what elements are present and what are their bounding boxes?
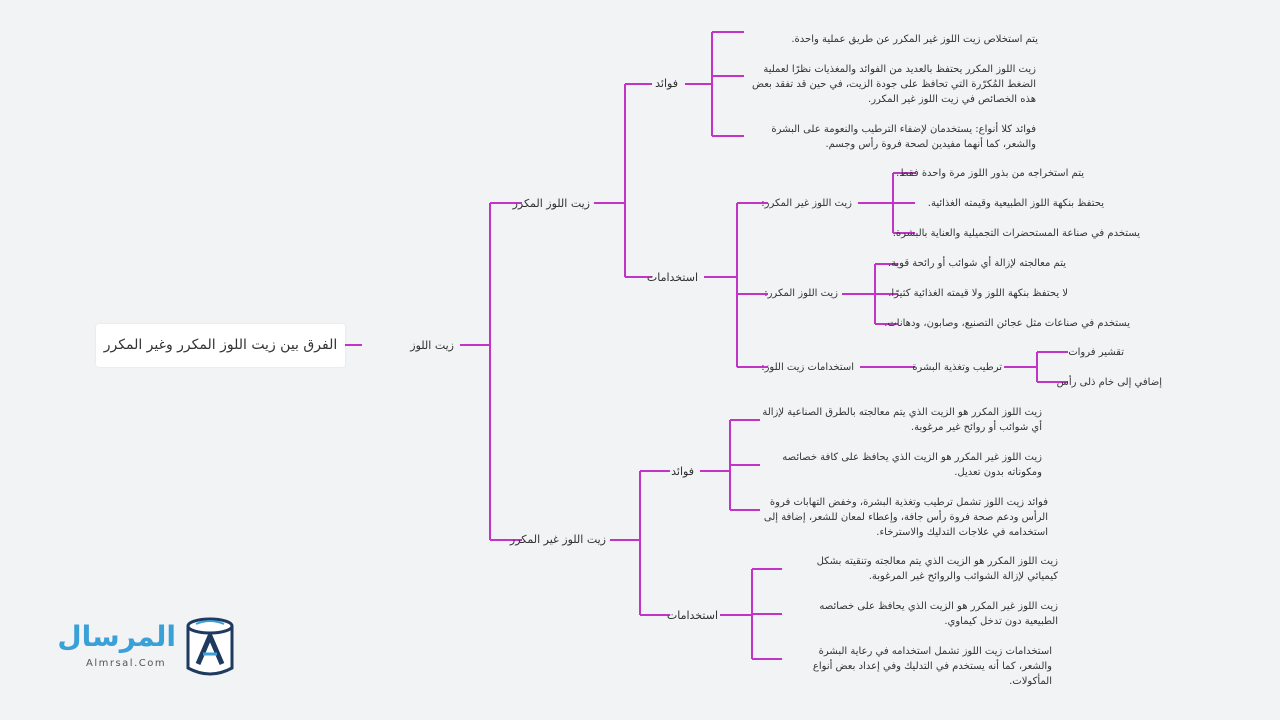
- refined-benefits-node[interactable]: فوائد: [655, 77, 678, 90]
- unrefined-uses-node[interactable]: استخدامات: [666, 609, 718, 622]
- uses-general-item-2: إضافي إلى خام ذلى رأس: [1056, 377, 1162, 388]
- unrefined-benefits-node[interactable]: فوائد: [671, 465, 694, 478]
- uses-general-item-1: تقشير فروات: [1068, 347, 1124, 358]
- unrefined-benefit-2: زيت اللوز غير المكرر هو الزيت الذي يحافظ…: [782, 452, 1042, 478]
- unrefined-benefit-3: فوائد زيت اللوز تشمل ترطيب وتغذية البشرة…: [763, 497, 1048, 538]
- uses-refined-node[interactable]: زيت اللوز المكرر:: [764, 288, 838, 299]
- unrefined-use-3: استخدامات زيت اللوز تشمل استخدامه في رعا…: [812, 646, 1052, 687]
- logo-arabic-text: المرسال: [57, 620, 176, 653]
- unrefined-use-2: زيت اللوز غير المكرر هو الزيت الذي يحافظ…: [819, 601, 1058, 627]
- almrsal-logo[interactable]: المرسال Almrsal.Com: [57, 616, 240, 680]
- refined-benefit-1: يتم استخلاص زيت اللوز غير المكرر عن طريق…: [791, 34, 1038, 45]
- refined-node[interactable]: زيت اللوز المكرر: [512, 197, 590, 210]
- logo-cylinder-icon: [186, 617, 234, 676]
- refined-benefit-3: فوائد كلا أنواع: يستخدمان لإضفاء الترطيب…: [771, 124, 1036, 150]
- refined-uses-node[interactable]: استخدامات: [646, 271, 698, 284]
- unrefined-benefit-1: زيت اللوز المكرر هو الزيت الذي يتم معالج…: [762, 407, 1042, 433]
- uses-unrefined-item-3: يستخدم في صناعة المستحضرات التجميلية وال…: [892, 228, 1140, 239]
- unrefined-node[interactable]: زيت اللوز غير المكرر: [509, 533, 606, 546]
- refined-benefit-2: زيت اللوز المكرر يحتفظ بالعديد من الفوائ…: [751, 64, 1036, 105]
- uses-unrefined-item-1: يتم استخراجه من بذور اللوز مرة واحدة فقط…: [896, 168, 1084, 179]
- uses-unrefined-node[interactable]: زيت اللوز غير المكرر:: [761, 198, 852, 209]
- uses-unrefined-item-2: يحتفظ بنكهة اللوز الطبيعية وقيمته الغذائ…: [927, 198, 1104, 209]
- uses-refined-item-1: يتم معالجته لإزالة أي شوائب أو رائحة قوي…: [887, 258, 1066, 269]
- main-node[interactable]: زيت اللوز: [410, 339, 454, 352]
- uses-general-child[interactable]: ترطيب وتغذية البشرة: [912, 362, 1002, 373]
- root-node[interactable]: الفرق بين زيت اللوز المكرر وغير المكرر: [96, 324, 345, 367]
- unrefined-use-1: زيت اللوز المكرر هو الزيت الذي يتم معالج…: [816, 556, 1058, 582]
- root-label: الفرق بين زيت اللوز المكرر وغير المكرر: [103, 337, 338, 353]
- logo-latin-text: Almrsal.Com: [86, 658, 167, 669]
- uses-general-node[interactable]: استخدامات زيت اللوز:: [761, 362, 854, 373]
- uses-refined-item-3: يستخدم في صناعات مثل عجائن التصنيع، وصاب…: [884, 318, 1130, 329]
- uses-refined-item-2: لا يحتفظ بنكهة اللوز ولا قيمته الغذائية …: [888, 288, 1068, 299]
